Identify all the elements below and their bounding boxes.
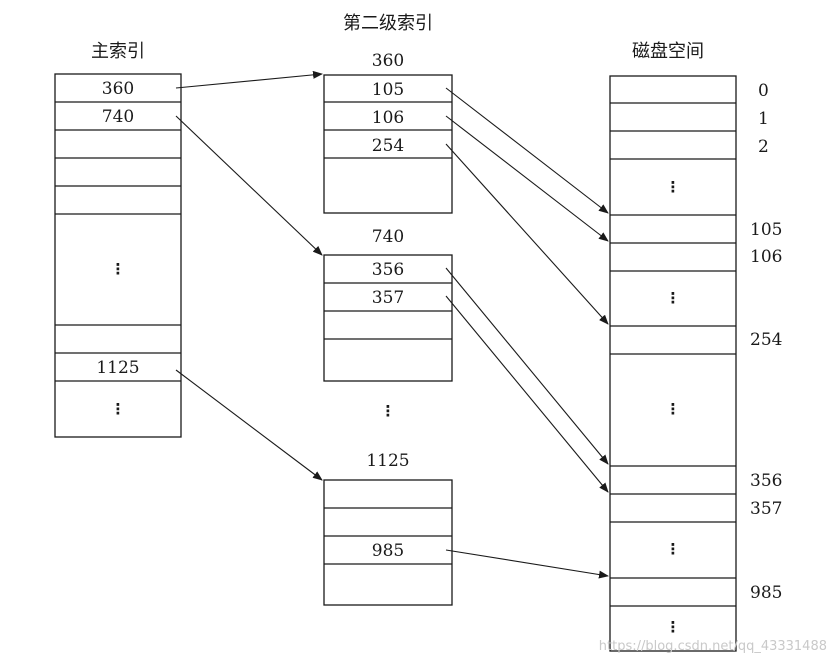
disk-ellipsis: ⋮ (666, 618, 681, 636)
main-index-title: 主索引 (91, 41, 145, 62)
second-level-block-label: 360 (372, 51, 404, 71)
second-level-block-740: 740 356 357 (323, 227, 453, 382)
pointer-arrow (445, 549, 609, 579)
second-level-block-label: 740 (372, 227, 404, 247)
main-index-ellipsis: ⋮ (111, 400, 126, 418)
disk-space-column: ⋮ ⋮ ⋮ ⋮ ⋮ (609, 75, 737, 652)
second-level-ellipsis: ⋮ (381, 402, 396, 420)
second-level-entry: 356 (372, 260, 404, 280)
second-level-block-360: 360 105 106 254 (323, 51, 453, 214)
main-index-table: 360 740 ⋮ 1125 ⋮ (54, 73, 182, 438)
disk-ellipsis: ⋮ (666, 540, 681, 558)
second-level-entry: 105 (372, 80, 404, 100)
disk-block-number: 106 (750, 247, 782, 267)
second-level-entry: 254 (372, 136, 404, 156)
second-level-block-1125: 1125 985 (323, 451, 453, 606)
pointer-arrow (175, 70, 323, 89)
disk-block-number: 0 (758, 81, 769, 101)
main-index-entry: 360 (102, 79, 134, 99)
disk-block-number: 985 (750, 583, 782, 603)
disk-ellipsis: ⋮ (666, 400, 681, 418)
disk-block-number: 1 (758, 109, 769, 129)
pointer-arrow (445, 295, 609, 493)
disk-block-number: 356 (750, 471, 782, 491)
disk-block-number: 105 (750, 220, 782, 240)
pointer-arrow (175, 369, 323, 481)
pointer-arrow (175, 115, 323, 256)
pointer-arrow (445, 267, 609, 465)
main-index-entry: 740 (102, 107, 134, 127)
watermark-url: https://blog.csdn.net/qq_43331488 (598, 639, 827, 654)
disk-block-number: 2 (758, 137, 769, 157)
pointer-arrow (445, 143, 609, 325)
second-level-entry: 106 (372, 108, 404, 128)
pointer-arrow (445, 87, 609, 214)
disk-space-title: 磁盘空间 (632, 41, 704, 62)
disk-block-numbers: 0 1 2 105 106 254 356 357 985 (750, 81, 782, 603)
second-level-index-title: 第二级索引 (343, 13, 433, 34)
disk-block-number: 357 (750, 499, 782, 519)
pointer-arrow (445, 115, 609, 242)
disk-block-number: 254 (750, 330, 782, 350)
pointer-arrows (175, 70, 609, 579)
main-index-ellipsis: ⋮ (111, 260, 126, 278)
second-level-entry: 985 (372, 541, 404, 561)
main-index-entry: 1125 (96, 358, 139, 378)
disk-ellipsis: ⋮ (666, 178, 681, 196)
second-level-entry: 357 (372, 288, 404, 308)
second-level-block-label: 1125 (366, 451, 409, 471)
disk-ellipsis: ⋮ (666, 289, 681, 307)
